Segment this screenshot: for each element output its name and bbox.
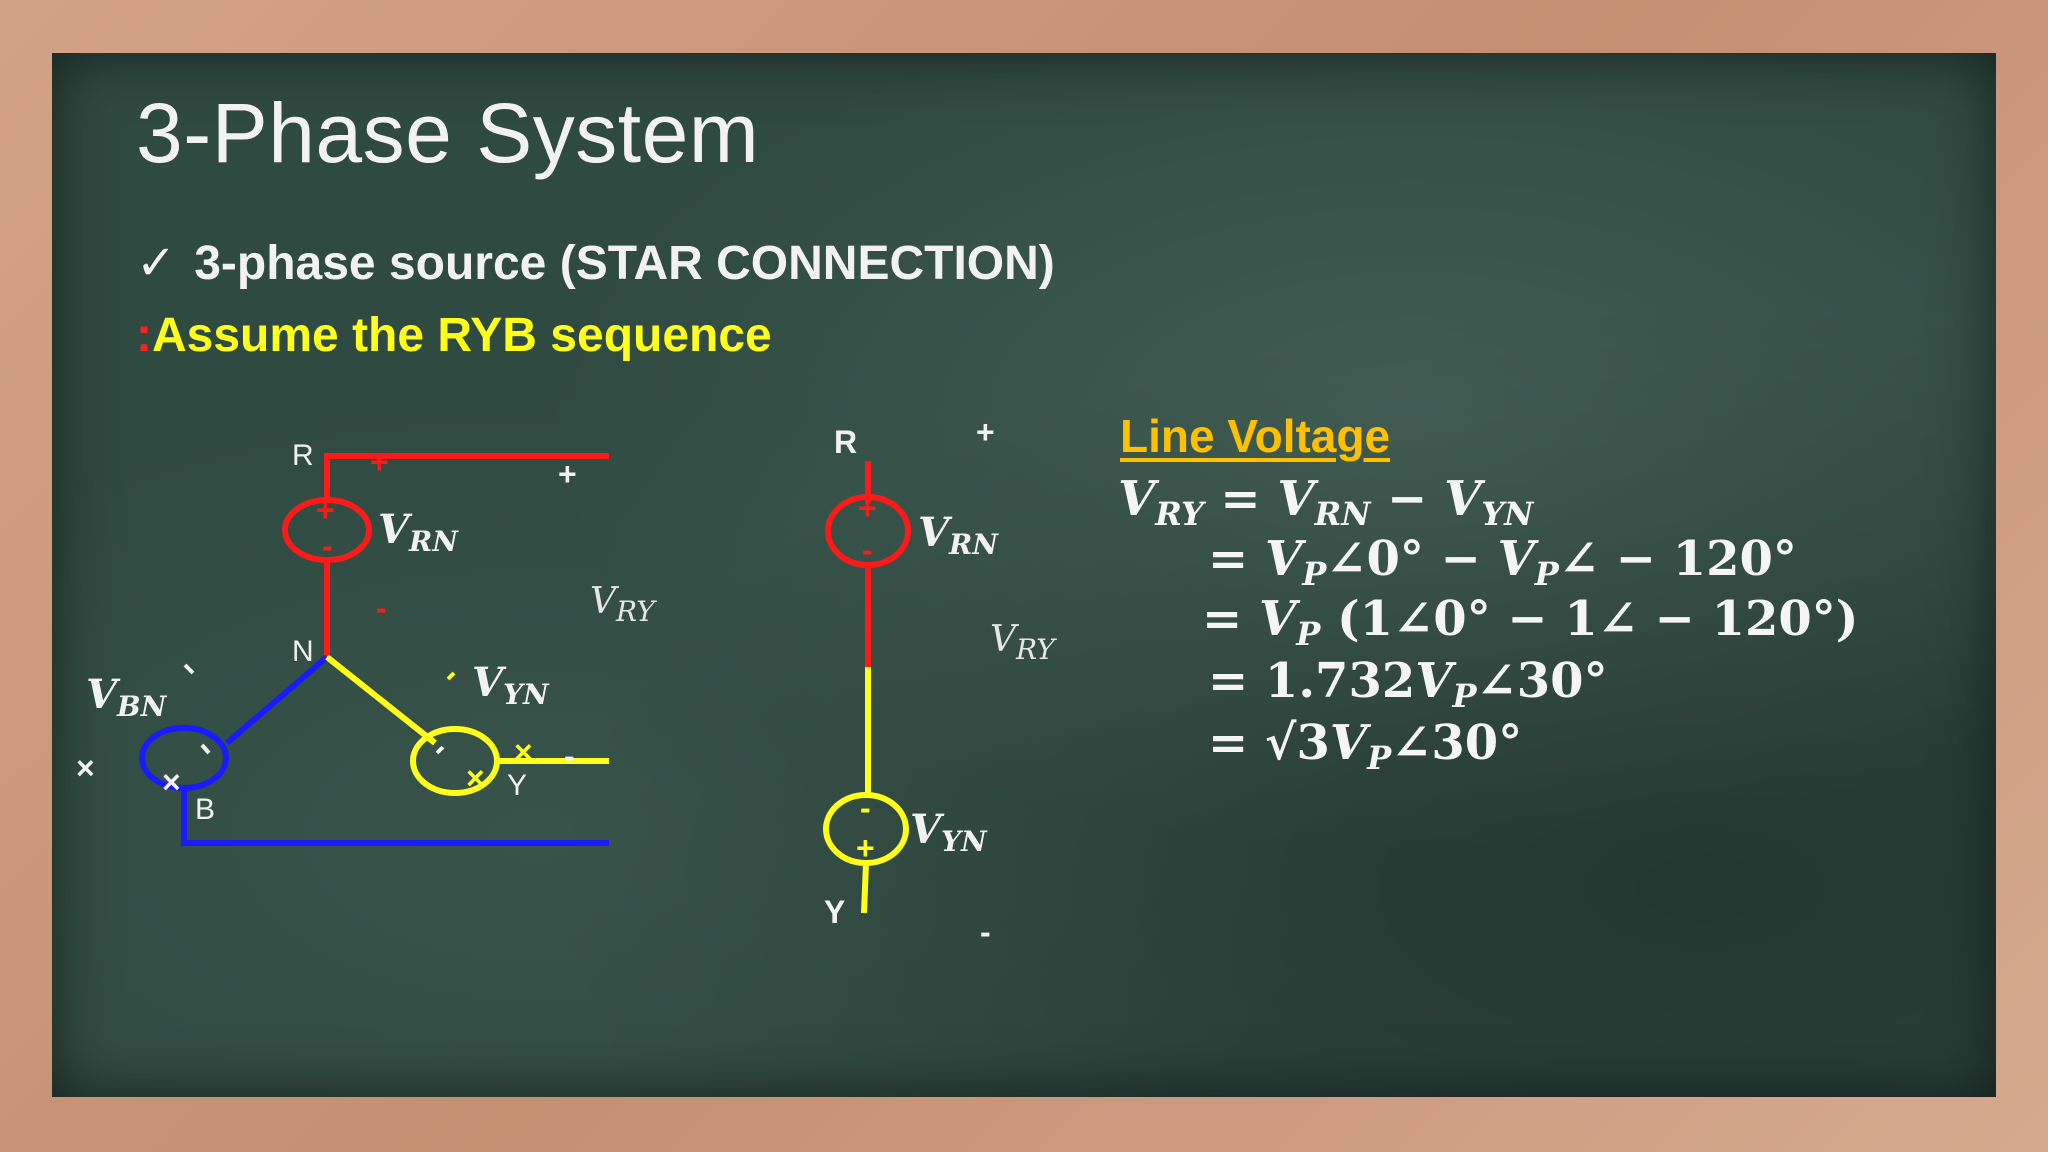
star-connection-diagram: R N B Y VRN VYN VBN VRY + + - - + - × × … — [76, 439, 657, 846]
bullet-star-connection: ✓ 3-phase source (STAR CONNECTION) — [136, 235, 1055, 291]
equation-line-2: = VP∠0° − VP∠ − 120° — [1208, 531, 1797, 593]
red-minus-mark: - — [376, 590, 387, 626]
equation-line-5: = √3VP∠30° — [1208, 715, 1523, 777]
series-node-r-label: R — [834, 424, 857, 460]
series-yellow-plus-mark: + — [856, 830, 875, 866]
blue-source-circle — [139, 725, 229, 791]
series-yellow-minus-mark: - — [860, 790, 871, 826]
series-v-ry-label: VRY — [990, 619, 1057, 666]
node-y-label: Y — [507, 769, 527, 802]
equation-line-3: = VP (1∠0° − 1∠ − 120°) — [1202, 591, 1859, 653]
line-voltage-heading: Line Voltage — [1120, 410, 1391, 462]
slide-title: 3-Phase System — [136, 86, 760, 180]
node-n-label: N — [292, 635, 314, 668]
checkmark-icon: ✓ — [136, 237, 177, 290]
line-minus-mark: - — [564, 738, 575, 774]
v-bn-label: VBN — [86, 671, 168, 723]
series-v-yn-label: VYN — [910, 806, 988, 858]
series-bottom-minus-mark: - — [980, 914, 991, 950]
series-v-rn-label: VRN — [918, 509, 999, 561]
blue-phase-line-bottom — [181, 788, 609, 846]
line-plus-mark: + — [558, 456, 577, 492]
assume-sequence-note: :Assume the RYB sequence — [136, 308, 772, 363]
yellow-circle-tick-mark — [435, 745, 445, 755]
blue-circle-tick-mark — [200, 743, 211, 755]
series-red-minus-mark: - — [862, 532, 873, 568]
red-plus-mark: + — [370, 444, 389, 480]
node-b-label: B — [195, 793, 215, 826]
series-diagram: R Y VRN VYN VRY + - - + + - — [823, 414, 1057, 950]
assume-colon: : — [136, 309, 152, 362]
circuit-diagrams: R N B Y VRN VYN VBN VRY + + - - + - × × … — [76, 414, 1057, 950]
red-circle-minus-mark: - — [322, 528, 333, 564]
series-red-plus-mark: + — [858, 490, 877, 526]
red-circle-plus-mark: + — [316, 492, 335, 528]
series-top-plus-mark: + — [976, 414, 995, 450]
yellow-phase-line — [325, 654, 437, 746]
equation-line-1: VRY = VRN − VYN — [1118, 471, 1534, 533]
series-yellow-bottom — [861, 862, 869, 914]
blue-tick-mark — [183, 663, 195, 675]
blue-circle-cross-mark: × — [162, 764, 181, 800]
chalkboard: 3-Phase System ✓ 3-phase source (STAR CON… — [52, 53, 1996, 1097]
node-r-label: R — [292, 439, 314, 472]
yellow-tick-mark — [446, 671, 456, 681]
yellow-cross-mark: × — [514, 734, 533, 770]
equation-line-4: = 1.732VP∠30° — [1208, 653, 1608, 715]
bullet-text: 3-phase source (STAR CONNECTION) — [194, 237, 1055, 290]
blue-phase-line — [225, 654, 329, 746]
red-phase-line-top — [324, 453, 609, 500]
assume-text: Assume the RYB sequence — [151, 309, 772, 362]
blue-outer-cross-mark: × — [76, 750, 95, 786]
v-rn-label: VRN — [378, 506, 459, 558]
v-ry-label: VRY — [590, 581, 657, 628]
series-node-y-label: Y — [824, 894, 845, 930]
v-yn-label: VYN — [472, 659, 550, 711]
yellow-circle-cross-mark: × — [466, 760, 485, 796]
